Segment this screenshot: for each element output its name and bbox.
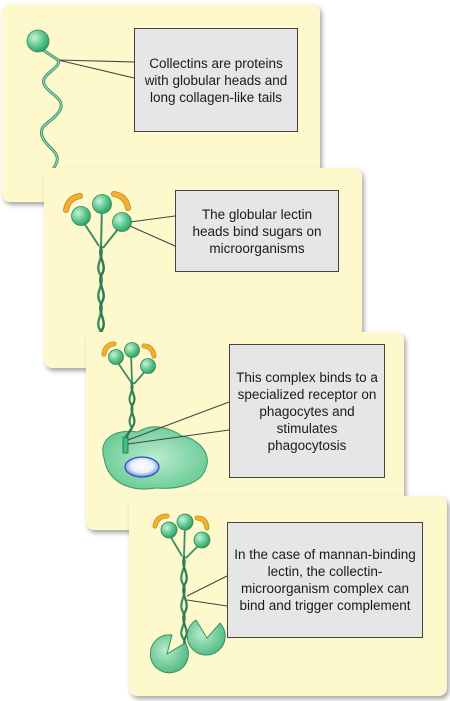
collectin-illustration [26,29,135,191]
lectin-head [112,212,132,232]
lectin-head [140,358,156,374]
complement-component [149,634,189,674]
callout-pointer [129,215,176,223]
complement-component [186,619,226,656]
lectin-head [71,206,91,226]
callout-complement: In the case of mannan-binding lectin, th… [227,522,423,638]
complement-illustration [149,513,228,674]
panel-complement: In the case of mannan-binding lectin, th… [129,496,447,696]
phagocyte-illustration [101,341,230,490]
callout-pointer [186,575,228,597]
phagocyte-cell [102,426,208,490]
lectin-head [124,342,140,358]
nucleus [124,456,160,478]
receptor [122,436,129,454]
callout-collectins: Collectins are proteins with globular he… [134,28,298,132]
lectin-head [160,521,178,539]
callout-lectin-heads: The globular lectin heads bind sugars on… [175,190,339,272]
lectin-head [176,513,194,531]
lectin-head [193,531,211,549]
lectin-head [108,349,124,365]
callout-pointer [57,59,135,63]
globular-head [26,29,50,53]
callout-receptor: This complex binds to a specialized rece… [229,344,385,478]
lectin-binding-illustration [63,191,176,359]
lectin-head [92,194,112,214]
callout-pointer [127,401,230,441]
